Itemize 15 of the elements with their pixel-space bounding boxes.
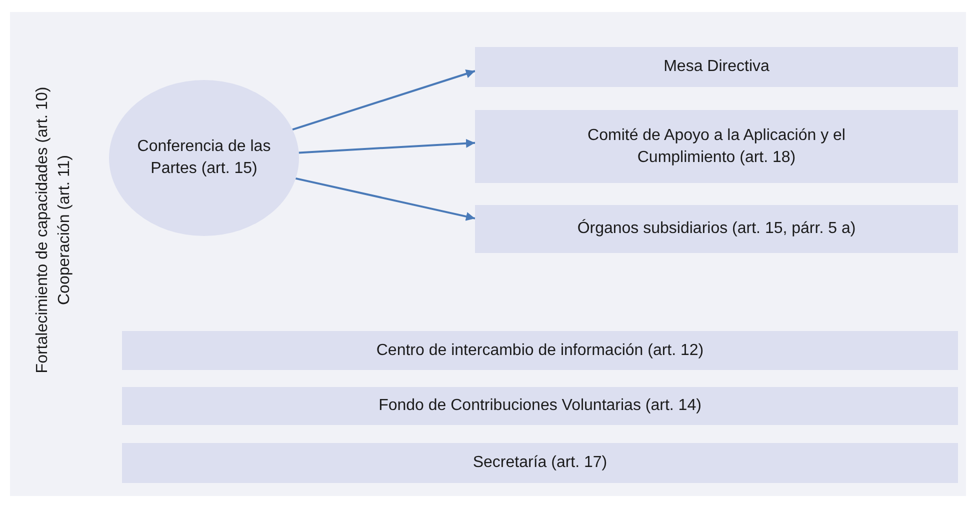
process-box bbox=[475, 110, 958, 183]
side-label: Fortalecimiento de capacidades (art. 10) bbox=[33, 86, 52, 374]
node-text: Órganos subsidiarios (art. 15, párr. 5 a) bbox=[577, 218, 856, 239]
process-box bbox=[475, 47, 958, 87]
arrow bbox=[295, 177, 476, 221]
node-text: Centro de intercambio de información (art. 12) bbox=[376, 340, 704, 360]
arrow bbox=[298, 138, 476, 154]
side-label: Cooperación (art. 11) bbox=[55, 155, 74, 305]
process-box bbox=[475, 205, 958, 253]
node-text: Conferencia de las Partes (art. 15) bbox=[136, 137, 272, 179]
node-text: Mesa Directiva bbox=[664, 57, 770, 77]
node-text: Comité de Apoyo a la Aplicación y el Cumplimiento (art. 18) bbox=[586, 126, 846, 168]
arrow bbox=[292, 69, 476, 131]
node-text: Secretaría (art. 17) bbox=[472, 453, 608, 473]
node-text: Fondo de Contribuciones Voluntarias (art. 14) bbox=[378, 396, 702, 416]
